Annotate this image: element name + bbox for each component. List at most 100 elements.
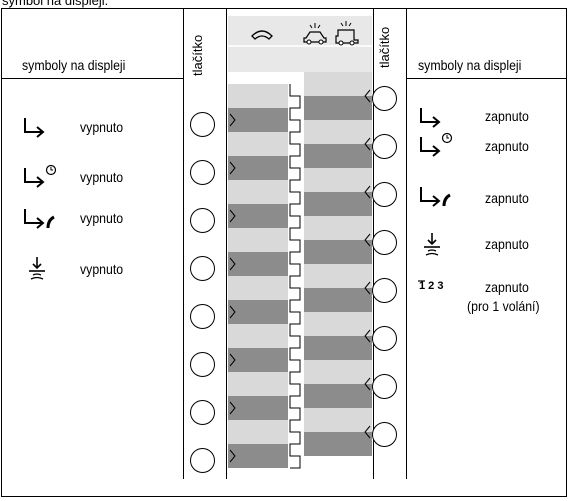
left-function-button[interactable]: [190, 256, 215, 281]
forward-icon: [24, 118, 45, 138]
header-rule-left: [1, 78, 183, 79]
right-item-label: zapnuto: [485, 190, 529, 206]
left-key-strip: [228, 396, 288, 420]
left-function-button[interactable]: [190, 304, 215, 329]
left-key-strip: [228, 132, 288, 156]
left-function-button[interactable]: [190, 208, 215, 233]
right-key-strip: [304, 264, 372, 288]
left-key-strip: [228, 444, 288, 468]
right-key-strip: [304, 336, 372, 360]
left-key-strip: [228, 108, 288, 132]
left-key-strip: [228, 252, 288, 276]
ringer-off-icon: [424, 233, 440, 256]
forward-timer-icon: [420, 132, 453, 157]
right-function-button[interactable]: [372, 422, 397, 447]
left-key-arrow: [229, 161, 236, 175]
left-key-arrow: [229, 209, 236, 223]
right-function-button[interactable]: [372, 182, 397, 207]
forward-icon: [420, 108, 441, 128]
divider-left: [183, 9, 184, 479]
right-key-arrow: [364, 329, 371, 343]
right-key-strip: [304, 144, 372, 168]
left-item-label: vypnuto: [80, 210, 124, 226]
left-button-header: tlačítko: [190, 34, 205, 76]
right-key-arrow: [364, 281, 371, 295]
strip-separator-line: [289, 84, 301, 469]
left-key-strip: [228, 228, 288, 252]
left-key-strip: [228, 420, 288, 444]
left-key-strip: [228, 156, 288, 180]
right-function-button[interactable]: [372, 230, 397, 255]
right-function-button[interactable]: [372, 278, 397, 303]
left-key-strip: [228, 204, 288, 228]
left-function-button[interactable]: [190, 112, 215, 137]
right-key-strip: [304, 96, 372, 120]
forward-timer-icon: [24, 164, 57, 188]
left-header: symboly na displeji: [22, 57, 126, 73]
left-item-label: vypnuto: [80, 169, 124, 185]
left-key-arrow: [229, 449, 236, 463]
phone-panel-graphic: [228, 16, 372, 481]
left-key-strip: [228, 84, 288, 108]
caption: symbol na displeji.: [2, 0, 109, 8]
right-item-label: zapnuto: [485, 279, 529, 295]
right-key-arrow: [364, 185, 371, 199]
left-function-button[interactable]: [190, 352, 215, 377]
left-key-arrow: [229, 401, 236, 415]
right-key-arrow: [364, 233, 371, 247]
divider-right: [406, 9, 407, 479]
right-key-strip: [304, 216, 372, 240]
left-key-arrow: [229, 257, 236, 271]
right-key-strip: [304, 192, 372, 216]
right-key-arrow: [364, 377, 371, 391]
sequence-icon: 1 2 3: [418, 280, 443, 292]
left-key-arrow: [229, 305, 236, 319]
truck-icon: [335, 21, 359, 46]
right-key-strip: [304, 120, 372, 144]
right-item-note: (pro 1 volání): [467, 298, 540, 314]
right-key-strip: [304, 312, 372, 336]
right-header: symboly na displeji: [418, 57, 522, 73]
right-function-button[interactable]: [372, 134, 397, 159]
ringer-off-icon: [29, 257, 45, 280]
left-item-label: vypnuto: [80, 119, 124, 135]
phone-keypad-panel: [228, 16, 372, 481]
left-item-label: vypnuto: [80, 261, 124, 277]
right-item-label: zapnuto: [485, 108, 529, 124]
handset-icon: [251, 30, 273, 40]
left-key-strip: [228, 180, 288, 204]
right-function-button[interactable]: [372, 86, 397, 111]
left-key-strip: [228, 276, 288, 300]
right-key-strip: [304, 168, 372, 192]
right-key-arrow: [364, 89, 371, 103]
right-button-header: tlačítko: [377, 26, 392, 68]
right-key-strip: [304, 288, 372, 312]
right-function-button[interactable]: [372, 374, 397, 399]
left-key-strip: [228, 372, 288, 396]
left-key-strip: [228, 324, 288, 348]
right-item-label: zapnuto: [485, 236, 529, 252]
sequence-icon-text: 1 2 3: [419, 280, 443, 292]
right-item-label: zapnuto: [485, 138, 529, 154]
car-icon: [303, 23, 327, 45]
right-key-strip: [304, 240, 372, 264]
table-frame: [1, 8, 567, 497]
right-key-strip: [304, 72, 372, 96]
forward-phone-icon: [24, 209, 55, 229]
left-function-button[interactable]: [190, 160, 215, 185]
left-key-strip: [228, 300, 288, 324]
right-key-strip: [304, 360, 372, 384]
left-key-arrow: [229, 353, 236, 367]
right-key-strip: [304, 384, 372, 408]
divider-left-btn: [226, 9, 227, 479]
right-key-arrow: [364, 425, 371, 439]
right-key-strip: [304, 408, 372, 432]
header-rule-right: [406, 78, 566, 79]
left-function-button[interactable]: [190, 448, 215, 473]
forward-phone-icon: [420, 187, 451, 207]
left-key-arrow: [229, 113, 236, 127]
left-function-button[interactable]: [190, 400, 215, 425]
left-key-strip: [228, 348, 288, 372]
right-function-button[interactable]: [372, 326, 397, 351]
right-key-strip: [304, 432, 372, 456]
